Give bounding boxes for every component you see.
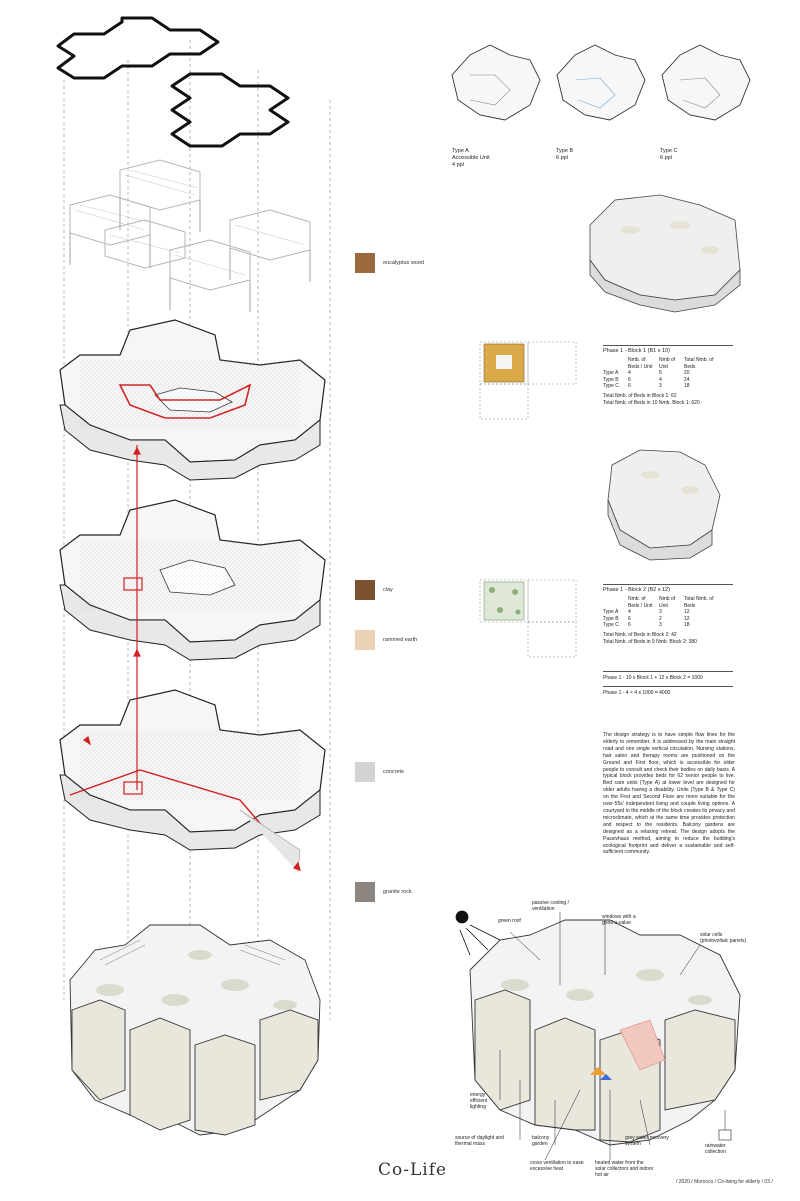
swatch-eucalyptus-wood	[355, 253, 375, 273]
unit-plan-type-b	[556, 44, 646, 121]
block2-table: Phase 1 - Block 2 (B2 x 12) Nmb. of Beds…	[603, 587, 719, 646]
roof-hex-outline	[56, 16, 290, 148]
floor-plan-level-2	[59, 319, 326, 481]
floor-plan-ground	[59, 689, 326, 873]
phase-rule-1	[603, 671, 733, 672]
annotation-solar-cells: solar cells (photovoltaic panels)	[700, 932, 747, 944]
footer-caption: / 2020 / Morocco / Co-living for elderly…	[676, 1179, 773, 1185]
unit-plan-type-c	[661, 44, 751, 121]
phase-rule-2	[603, 686, 733, 687]
rainwater-tank-icon	[718, 1129, 732, 1141]
block1-rule	[603, 345, 733, 346]
annotation-daylight: source of daylight and thermal mass	[455, 1135, 504, 1147]
phase-sum-1: Phase 1 - 10 x Block 1 + 12 x Block 2 = …	[603, 675, 703, 681]
sun-icon	[455, 910, 501, 956]
sustainability-building	[469, 919, 741, 1146]
floor-plan-level-1	[59, 499, 326, 661]
unit-plan-type-a	[451, 44, 541, 121]
annotation-balcony: balcony garden	[532, 1135, 550, 1147]
annotation-cross-ventilation: cross ventilation to ease excessive heat	[530, 1160, 584, 1172]
swatch-granite-rock	[355, 882, 375, 902]
co-life-logo: Co-Life	[378, 1160, 448, 1180]
material-label-concrete: concrete	[383, 769, 405, 775]
material-label-granite: granite rock	[383, 889, 412, 895]
annotation-green-roof: green roof	[498, 918, 521, 924]
material-label-eucalyptus: eucalyptus wood	[383, 260, 424, 266]
material-label-rammed-earth: rammed earth	[383, 637, 418, 643]
swatch-concrete	[355, 762, 375, 782]
building-model	[69, 924, 321, 1136]
block2-title: Phase 1 - Block 2 (B2 x 12)	[603, 587, 670, 593]
phase-sum-2: Phase 1 - 4 × 4 x 1000 = 4000	[603, 690, 671, 696]
annotation-energy-lighting: energy efficient lighting	[470, 1092, 488, 1110]
swatch-rammed-earth	[355, 630, 375, 650]
block1-table: Phase 1 - Block 1 (B1 x 10) Nmb. of Beds…	[603, 348, 719, 407]
design-strategy-text: The design strategy is to have simple fl…	[603, 732, 735, 856]
block2-site-plan	[479, 579, 577, 658]
circulation-arrows	[82, 445, 301, 871]
annotation-passive-cooling: passive cooling / ventilation	[532, 900, 569, 912]
annotation-heated-water: heated water from the solar collectors a…	[595, 1160, 654, 1178]
block1-site-plan	[479, 341, 577, 420]
annotation-rainwater: rainwater collection	[705, 1143, 726, 1155]
block1-model	[589, 194, 741, 313]
annotation-grey-water: grey water recovery system	[625, 1135, 669, 1147]
material-label-clay: clay	[383, 587, 393, 593]
block1-title: Phase 1 - Block 1 (B1 x 10)	[603, 348, 670, 354]
annotation-windows: windows with a good u-value	[602, 914, 636, 926]
block2-rule	[603, 584, 733, 585]
pergola-structure	[69, 159, 311, 312]
annotation-leader-lines	[499, 912, 726, 1161]
swatch-clay	[355, 580, 375, 600]
block2-model	[607, 449, 721, 561]
